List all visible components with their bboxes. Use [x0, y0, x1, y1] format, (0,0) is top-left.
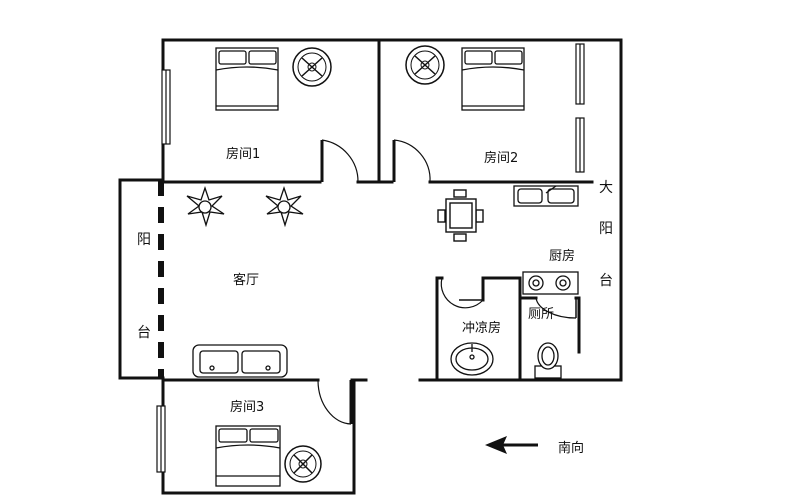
windows	[156, 43, 585, 473]
plant-icon	[186, 185, 225, 228]
balcony-label-char1: 阳	[137, 232, 151, 248]
walls	[118, 38, 623, 495]
toilet-label: 厕所	[528, 307, 555, 322]
orientation-label: 南向	[558, 441, 585, 456]
sofa-icon	[192, 344, 288, 378]
lamp-icon	[292, 47, 332, 87]
big-balcony-label-char1: 大	[599, 180, 613, 196]
kitchen-sink-icon	[513, 185, 579, 207]
stove-icon	[522, 271, 579, 295]
left-arrow-icon	[485, 436, 538, 454]
dining-table-icon	[437, 189, 484, 242]
shower-room-label: 冲凉房	[462, 321, 502, 336]
big-balcony-label-char2: 阳	[599, 221, 613, 237]
big-balcony-label-char3: 台	[599, 273, 613, 289]
lamp-icon	[405, 45, 445, 85]
living-room-label: 客厅	[233, 273, 260, 288]
room3-label: 房间3	[230, 400, 265, 415]
toilet-icon	[534, 342, 562, 379]
wash-basin-icon	[450, 342, 494, 376]
doors	[317, 139, 577, 425]
room2-label: 房间2	[484, 151, 519, 166]
plant-icon	[265, 185, 304, 228]
bed-icon	[215, 47, 279, 111]
bed-icon	[461, 47, 525, 111]
bed-icon	[215, 425, 281, 487]
room1-label: 房间1	[226, 147, 261, 162]
kitchen-label: 厨房	[549, 249, 576, 264]
lamp-icon	[284, 445, 322, 483]
balcony-label-char2: 台	[137, 325, 151, 341]
